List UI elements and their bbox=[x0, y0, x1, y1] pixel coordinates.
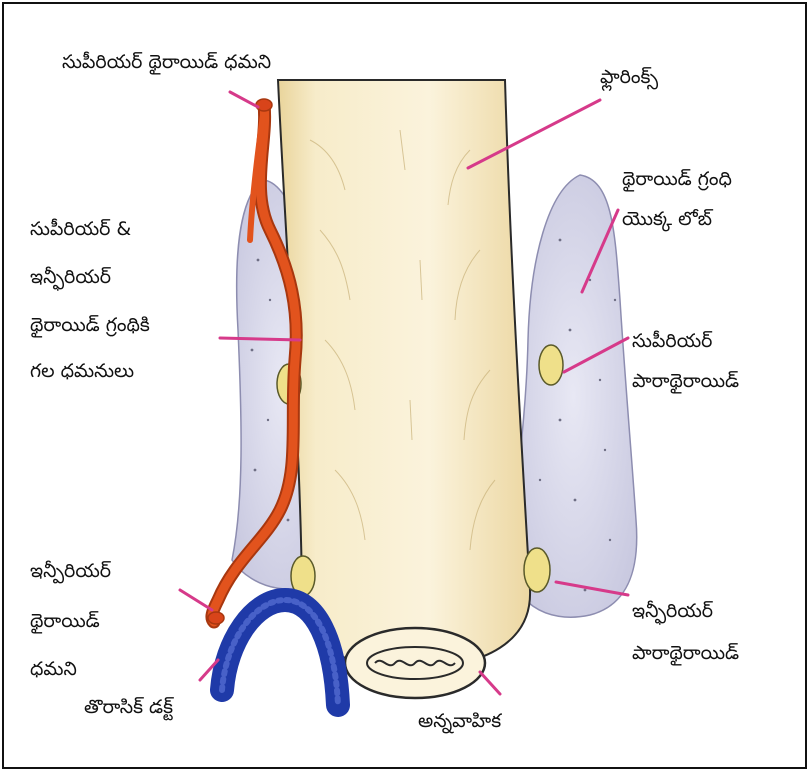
label-superior-parathyroid-line2: పారాథైరాయిడ్ bbox=[632, 362, 739, 400]
label-inferior-artery-line3: ధమని bbox=[30, 650, 77, 688]
label-esophagus: అన్నవాహిక bbox=[418, 702, 501, 740]
thoracic-duct bbox=[222, 600, 338, 705]
right-thyroid-lobe bbox=[510, 175, 637, 617]
label-thoracic-duct: తొరాసిక్ డక్ట్ bbox=[84, 688, 173, 726]
right-lower-parathyroid bbox=[524, 548, 550, 592]
artery-cut-end-top bbox=[256, 99, 272, 111]
label-thyroid-lobe-line2: యొక్క లోబ్ bbox=[622, 200, 712, 238]
label-inferior-parathyroid-line2: పారాథైరాయిడ్ bbox=[632, 634, 739, 672]
right-upper-parathyroid bbox=[539, 345, 563, 385]
label-inferior-artery-line1: ఇన్పీరియర్ bbox=[30, 552, 111, 590]
label-arteries-line2: ఇన్ఫీరియర్ bbox=[30, 258, 111, 296]
label-superior-parathyroid-line1: సుపీరియర్ bbox=[632, 322, 712, 360]
pharynx-tube bbox=[278, 80, 530, 668]
label-pharynx: ఫ్లారింక్స్ bbox=[600, 58, 658, 96]
label-arteries-line4: గల ధమనులు bbox=[30, 352, 134, 390]
label-superior-thyroid-artery: సుపీరియర్ థైరాయిడ్ ధమని bbox=[62, 43, 271, 81]
label-arteries-line3: థైరాయిడ్ గ్రంథికి bbox=[30, 306, 150, 344]
label-inferior-artery-line2: థైరాయిడ్ bbox=[30, 602, 100, 640]
label-inferior-parathyroid-line1: ఇన్ఫీరియర్ bbox=[632, 592, 713, 630]
artery-cut-end-bottom bbox=[208, 612, 224, 624]
label-arteries-line1: సుపీరియర్ & bbox=[30, 210, 131, 248]
label-thyroid-lobe-line1: థైరాయిడ్ గ్రంధి bbox=[622, 160, 732, 198]
